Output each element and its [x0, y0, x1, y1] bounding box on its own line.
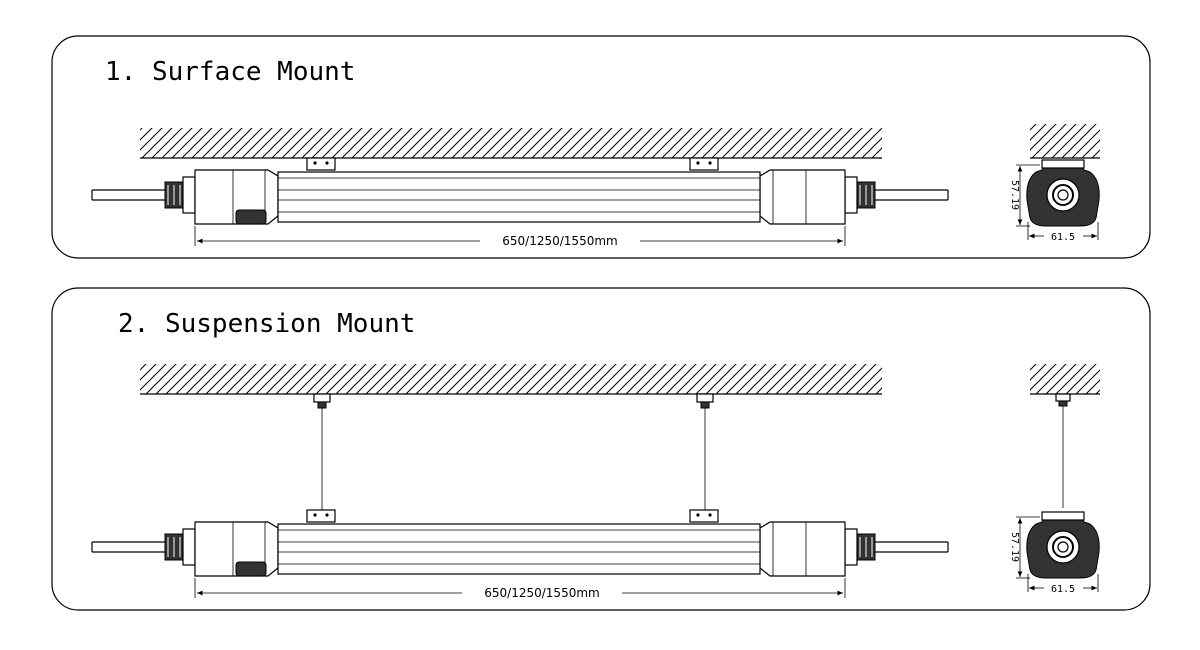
- ceiling-hatch-end: [1030, 364, 1100, 394]
- lamp-side-view: [91, 509, 949, 599]
- ceiling-hatch-end: [1030, 124, 1100, 158]
- width-dimension: 61.5: [1051, 584, 1075, 595]
- lamp-end-view: [1016, 160, 1099, 240]
- height-dimension: 57.19: [1009, 180, 1020, 210]
- panel-frame: [51, 35, 1151, 259]
- panel-title: 1. Surface Mount: [105, 57, 355, 87]
- panel-frame: [51, 287, 1151, 611]
- width-dimension: 61.5: [1051, 232, 1075, 243]
- lamp-side-view: [91, 157, 949, 247]
- panel-suspension-mount: 2. Suspension Mount 650/1250/1550mm 61.5…: [51, 287, 1151, 611]
- lamp-end-view: [1016, 512, 1099, 592]
- height-dimension: 57.19: [1009, 532, 1020, 562]
- panel-title: 2. Suspension Mount: [118, 309, 415, 339]
- panel-surface-mount: 1. Surface Mount 650/1250/1550mm 61.5 57…: [51, 35, 1151, 259]
- suspension-wires: [313, 393, 1071, 512]
- length-dimension: 650/1250/1550mm: [502, 234, 617, 248]
- length-dimension: 650/1250/1550mm: [484, 586, 599, 600]
- ceiling-hatch: [140, 364, 882, 394]
- ceiling-hatch: [140, 128, 882, 158]
